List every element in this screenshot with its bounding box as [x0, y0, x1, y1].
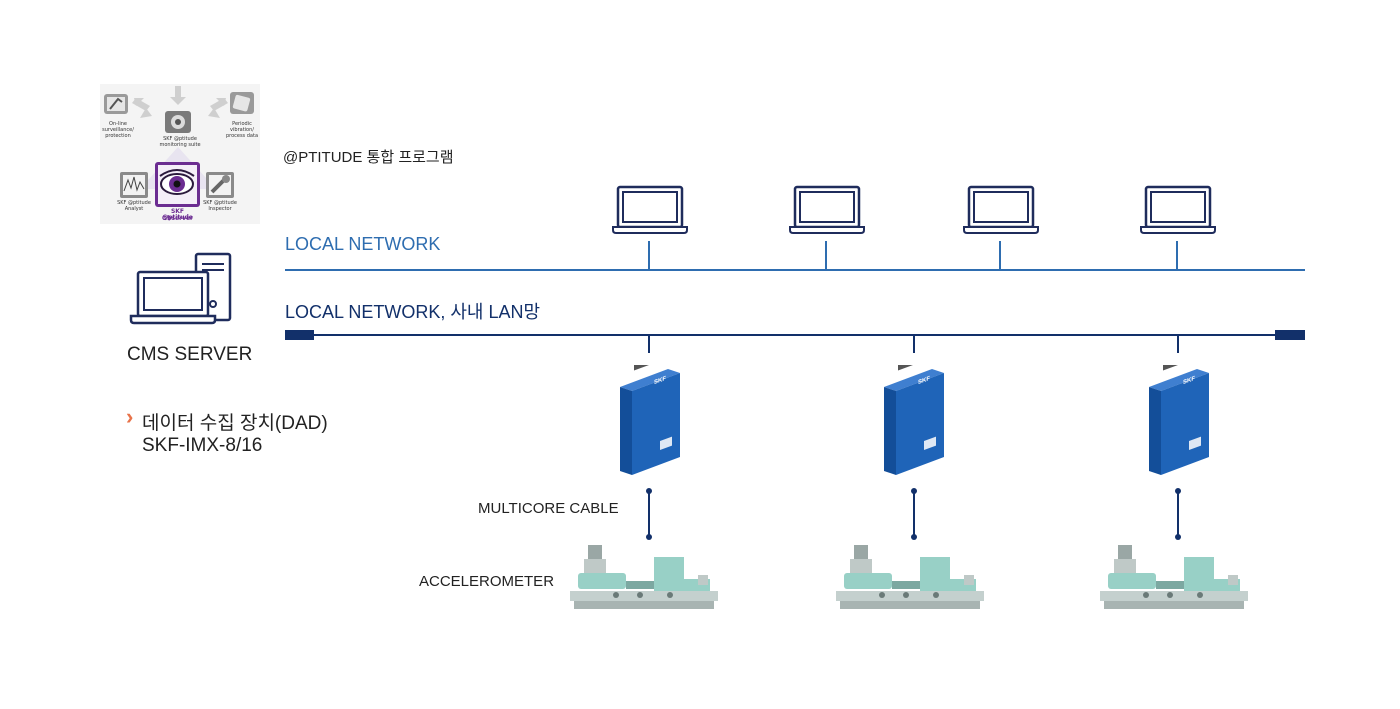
dad-2-link — [913, 335, 915, 353]
suite-diagram-graphic — [104, 86, 254, 207]
machine-accelerometer-graphic — [836, 545, 984, 609]
laptop-1-link — [648, 241, 650, 270]
lower-network-end-left — [285, 330, 314, 340]
laptop-icon — [1140, 185, 1216, 234]
dad-device-2: SKF — [880, 357, 948, 482]
suite-center-label: SKF @ptitude monitoring suite — [159, 136, 201, 148]
laptop-3-link — [999, 241, 1001, 270]
dad-model: SKF-IMX-8/16 — [142, 435, 263, 456]
dad-device-graphic — [884, 357, 944, 475]
lower-network-label: LOCAL NETWORK, 사내 LAN망 — [285, 302, 541, 322]
software-heading: @PTITUDE 통합 프로그램 — [283, 149, 454, 166]
machine-2 — [836, 545, 984, 618]
multicore-cable-1 — [646, 488, 652, 540]
laptop-2-link — [825, 241, 827, 270]
machine-3 — [1100, 545, 1248, 618]
laptop-4-link — [1176, 241, 1178, 270]
laptop-icon — [612, 185, 688, 234]
cms-server-icon — [129, 252, 232, 325]
upper-network-line — [285, 269, 1305, 271]
multicore-cable-3 — [1175, 488, 1181, 540]
cms-server-label: CMS SERVER — [127, 344, 253, 365]
dad-title: 데이터 수집 장치(DAD) — [142, 413, 328, 434]
suite-observer-sub: Observer — [162, 215, 193, 222]
laptop-1 — [612, 185, 688, 240]
suite-inspector-label: SKF @ptitude Inspector — [203, 200, 237, 212]
machine-accelerometer-graphic — [1100, 545, 1248, 609]
dad-device-graphic — [620, 357, 680, 475]
suite-online-label: On-line surveillance/ protection — [102, 121, 134, 139]
laptop-icon — [963, 185, 1039, 234]
multicore-cable-2 — [911, 488, 917, 540]
dad-arrow: › — [126, 404, 134, 429]
suite-observer-title: SKF @ptitude — [162, 208, 193, 221]
suite-periodic-label: Periodic vibration/ process data — [225, 121, 259, 139]
laptop-icon — [789, 185, 865, 234]
accelerometer-label: ACCELEROMETER — [419, 573, 555, 590]
laptop-3 — [963, 185, 1039, 240]
software-suite-illustration: On-line surveillance/ protection SKF @pt… — [100, 84, 260, 224]
dad-device-graphic — [1149, 357, 1209, 475]
dad-device-3: SKF — [1145, 357, 1213, 482]
suite-analyst-label: SKF @ptitude Analyst — [117, 200, 151, 212]
dad-device-1: SKF — [616, 357, 684, 482]
laptop-2 — [789, 185, 865, 240]
laptop-4 — [1140, 185, 1216, 240]
machine-accelerometer-graphic — [570, 545, 718, 609]
upper-network-label: LOCAL NETWORK — [285, 234, 441, 254]
machine-1 — [570, 545, 718, 618]
lower-network-end-right — [1275, 330, 1305, 340]
dad-3-link — [1177, 335, 1179, 353]
lower-network-line — [285, 334, 1305, 336]
multicore-cable-label: MULTICORE CABLE — [478, 500, 619, 517]
dad-1-link — [648, 335, 650, 353]
